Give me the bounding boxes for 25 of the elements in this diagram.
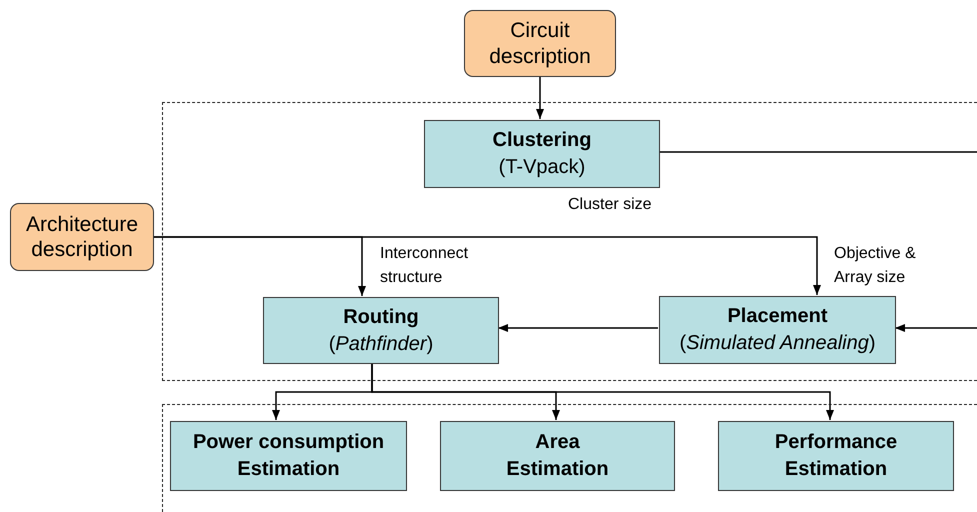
process-box xyxy=(424,120,660,188)
node-title: Circuit description xyxy=(488,18,592,69)
node-subtitle: (Pathfinder) xyxy=(328,332,434,356)
process-box xyxy=(170,421,407,491)
node-title: Routing xyxy=(343,304,419,330)
node-title: Placement xyxy=(727,304,828,329)
node-title: Area Estimation xyxy=(505,430,610,482)
input-box xyxy=(464,10,616,77)
arrow xyxy=(659,151,977,332)
node-title: Architecture description xyxy=(24,212,140,262)
arrow xyxy=(498,324,658,332)
arrow xyxy=(154,236,821,295)
process-box xyxy=(718,421,954,491)
dashed-group-frame xyxy=(162,404,977,512)
arrow xyxy=(371,363,834,420)
input-box xyxy=(10,203,154,271)
node-title: Performance Estimation xyxy=(774,430,898,482)
process-box xyxy=(440,421,675,491)
process-box xyxy=(659,296,896,364)
process-box xyxy=(263,297,499,364)
arrow xyxy=(536,77,544,119)
node-subtitle: (T-Vpack) xyxy=(498,155,586,180)
node-title: Power consumption Estimation xyxy=(192,430,386,482)
node-title: Clustering xyxy=(492,128,592,153)
node-subtitle: (Simulated Annealing) xyxy=(679,331,876,356)
